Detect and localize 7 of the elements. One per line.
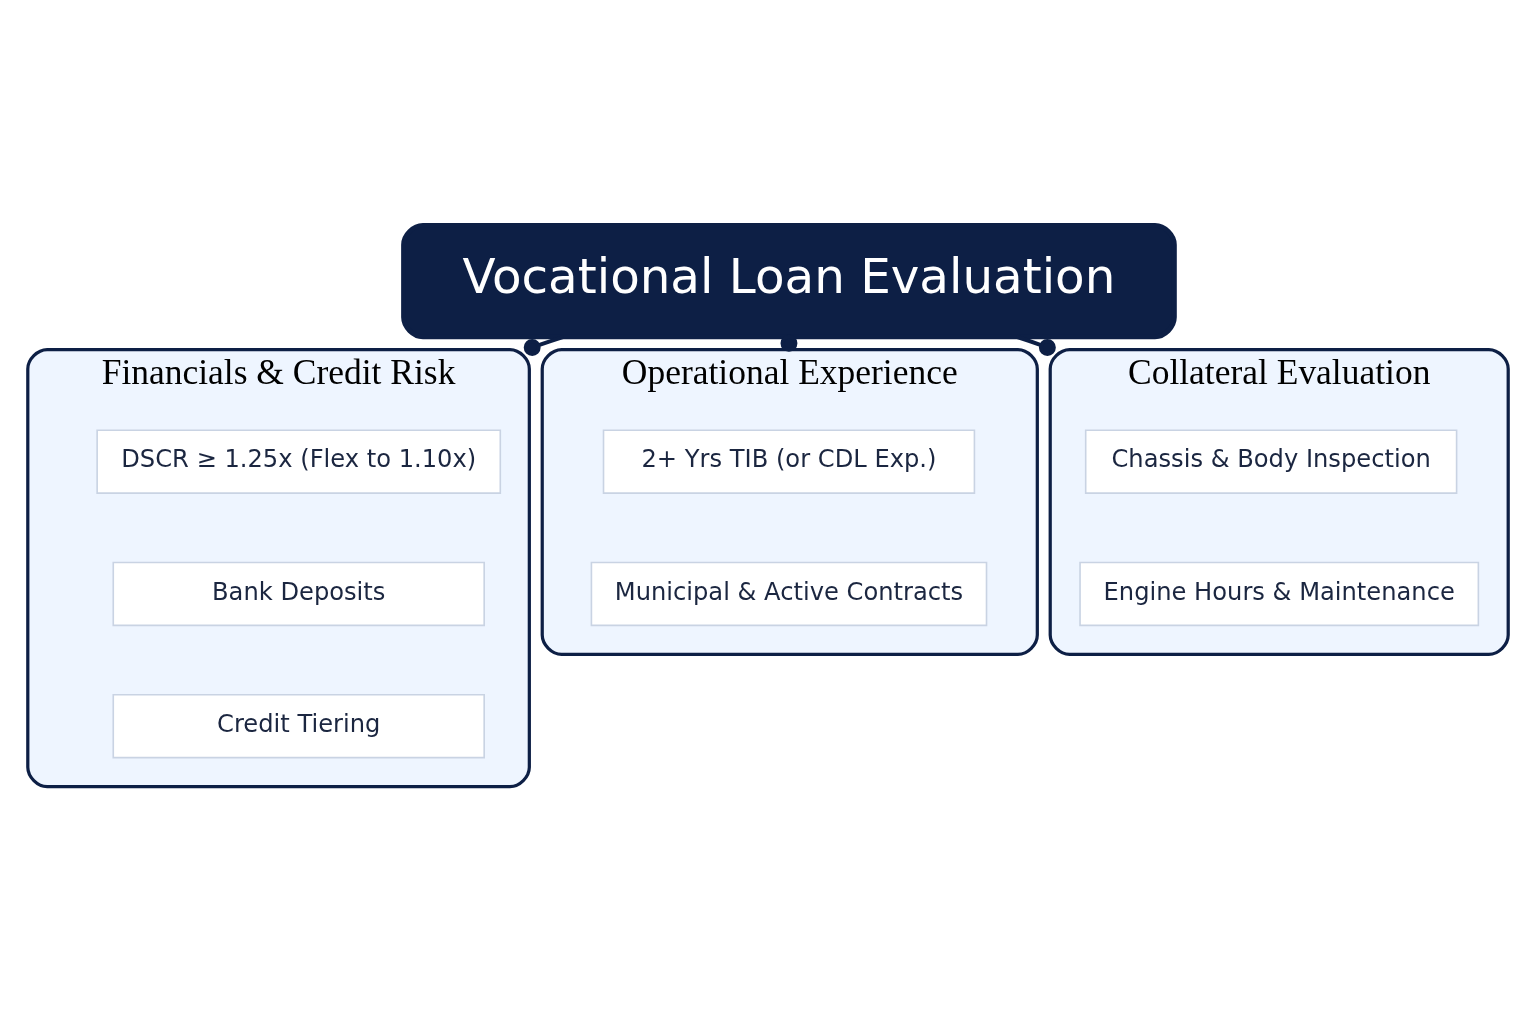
node-box: 2+ Yrs TIB (or CDL Exp.) <box>602 428 976 494</box>
node-box: DSCR ≥ 1.25x (Flex to 1.10x) <box>96 428 502 494</box>
node-box: Bank Deposits <box>112 561 485 626</box>
node-box: Engine Hours & Maintenance <box>1079 561 1480 626</box>
node-box: Credit Tiering <box>112 693 485 758</box>
node-box: Chassis & Body Inspection <box>1084 428 1458 494</box>
node-box: Municipal & Active Contracts <box>590 561 988 626</box>
